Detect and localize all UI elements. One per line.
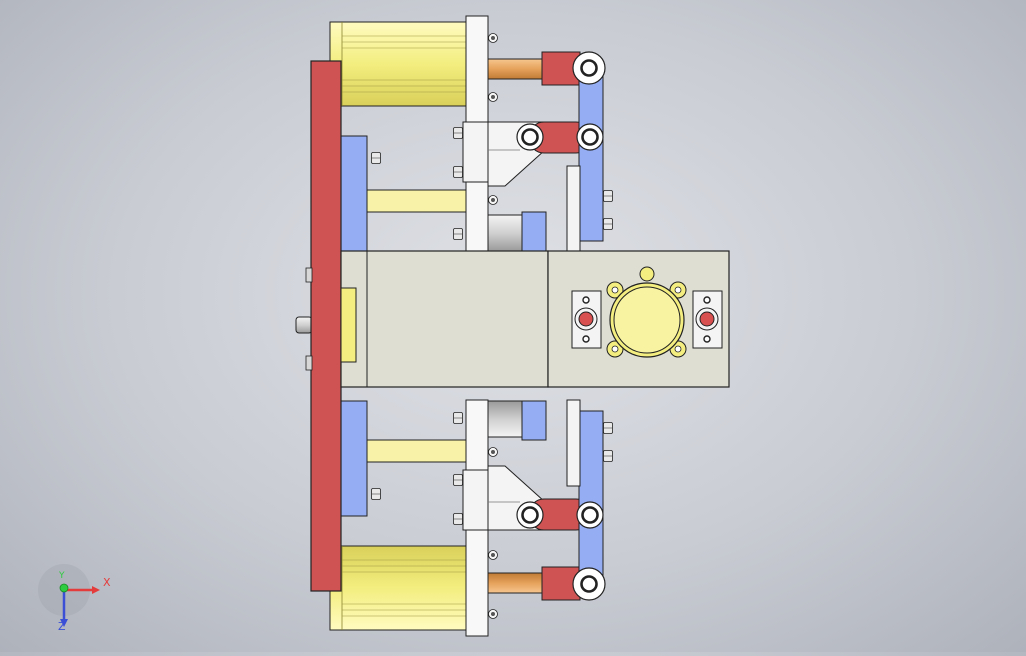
triad-x-label: X	[103, 576, 111, 589]
red-base-plate	[310, 60, 342, 592]
lower-clamp-assembly	[330, 400, 613, 636]
left-bolt	[295, 316, 313, 334]
triad-y-label: Y	[59, 571, 65, 581]
left-air-fitting	[571, 290, 602, 349]
upper-clamp-assembly	[330, 16, 613, 252]
center-housing	[340, 250, 549, 388]
coordinate-triad	[38, 564, 100, 627]
right-air-fitting	[692, 290, 723, 349]
triad-z-label: Z	[58, 620, 66, 633]
cylinder-flange	[606, 266, 687, 358]
